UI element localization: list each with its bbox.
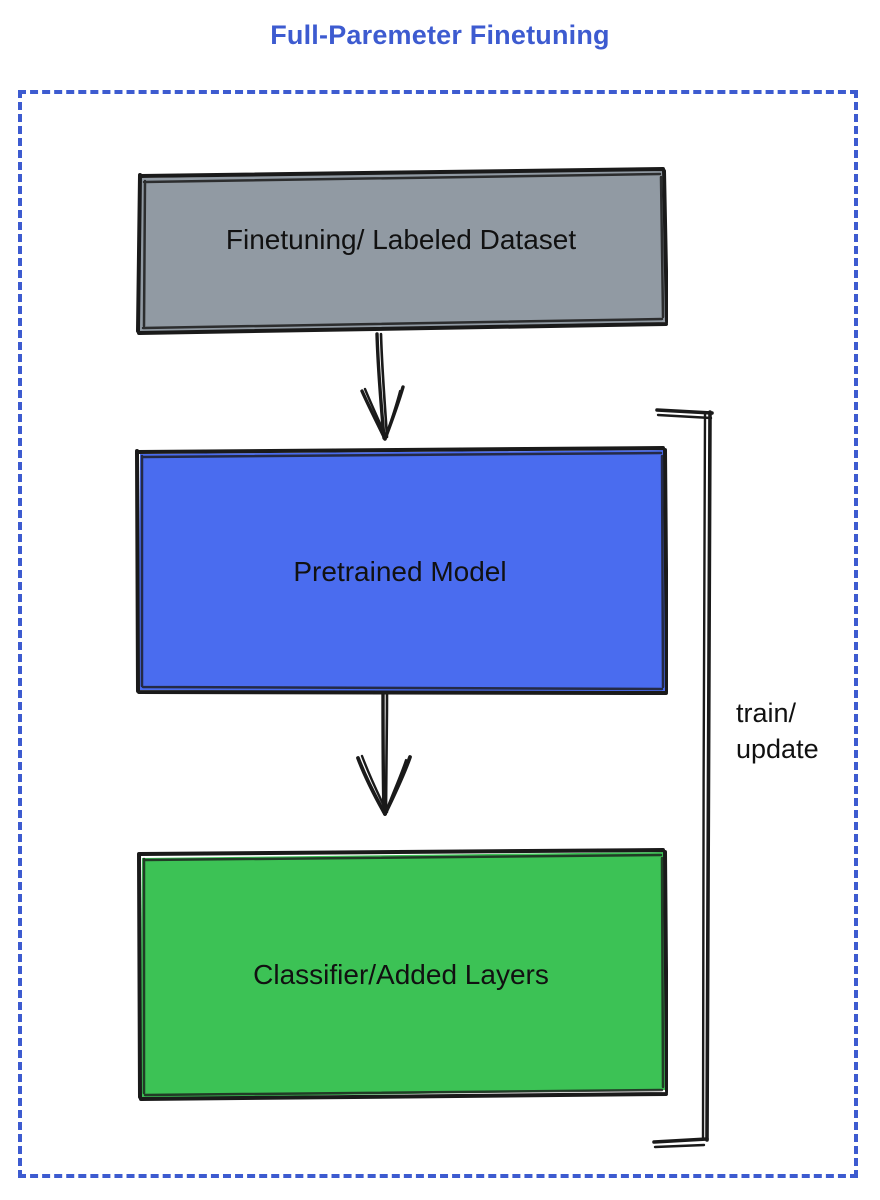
node-classifier-added-layers[interactable]: Classifier/Added Layers (134, 848, 668, 1102)
scope-dashed-frame (18, 90, 858, 1178)
node-classifier-shape (137, 848, 668, 1101)
feedback-loop-label-line2: update (736, 733, 819, 764)
page-title: Full-Paremeter Finetuning (270, 20, 610, 50)
node-model-shape (135, 446, 668, 695)
feedback-loop-label-line1: train/ (736, 698, 797, 728)
node-finetuning-labeled-dataset[interactable]: Finetuning/ Labeled Dataset (134, 166, 668, 338)
node-pretrained-model[interactable]: Pretrained Model (132, 446, 668, 698)
node-classifier-label: Classifier/Added Layers (253, 958, 549, 990)
node-dataset-label: Finetuning/ Labeled Dataset (225, 223, 577, 255)
node-model-label: Pretrained Model (293, 555, 507, 587)
feedback-loop-label: train/update (736, 696, 819, 767)
node-dataset-shape (136, 167, 668, 335)
